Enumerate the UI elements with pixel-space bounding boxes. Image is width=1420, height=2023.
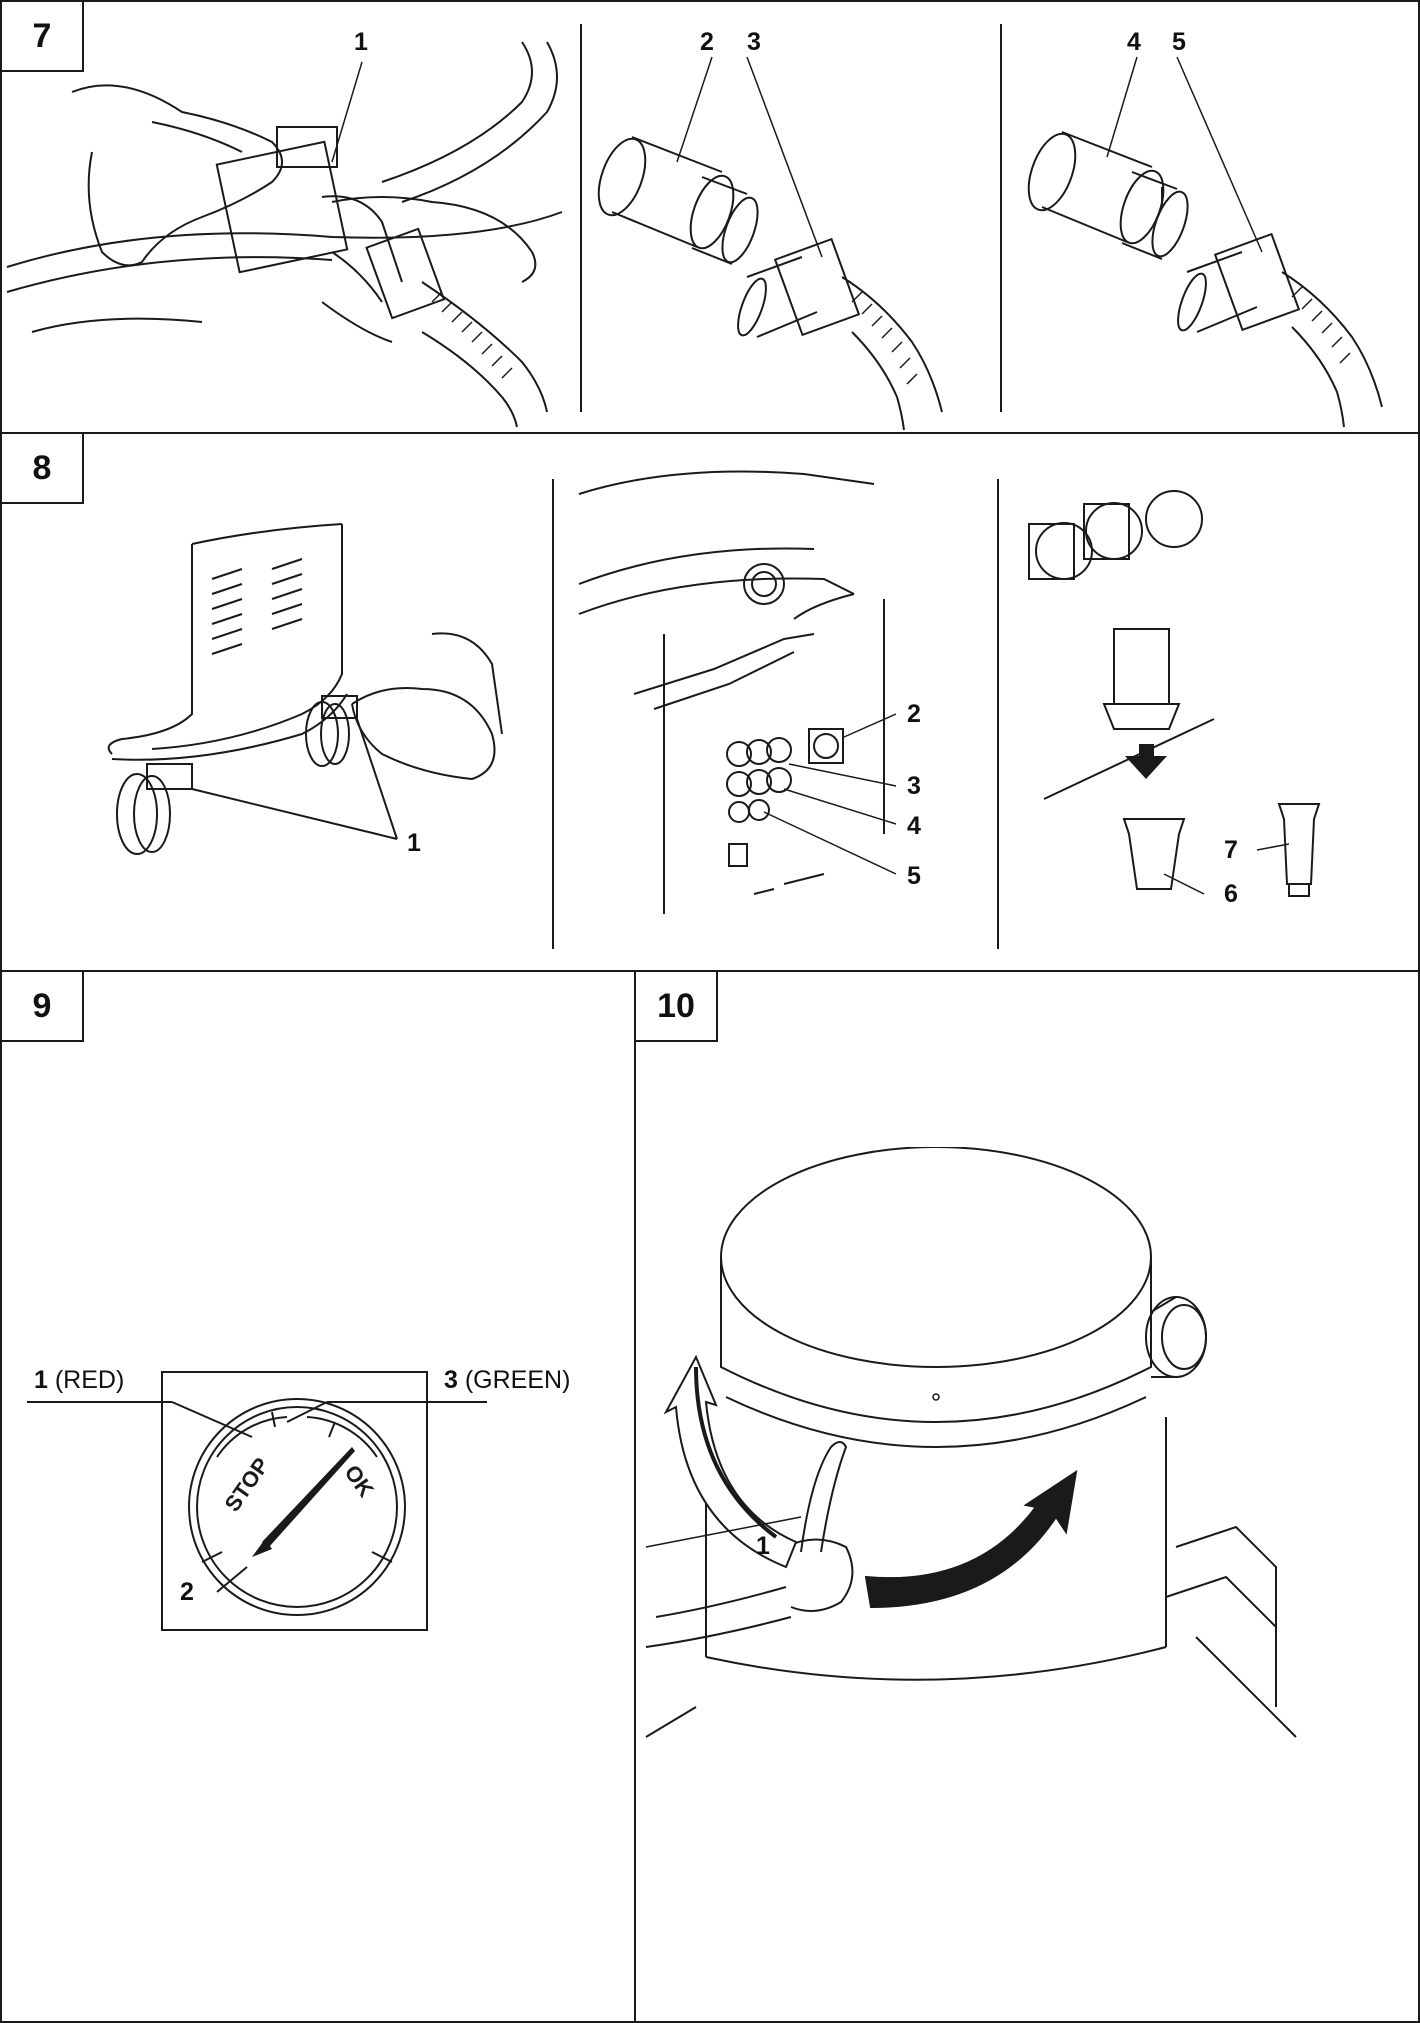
callout-4: 4 xyxy=(907,812,921,840)
callout-2: 2 xyxy=(180,1578,194,1606)
fuse-replacement-illustration xyxy=(1028,490,1321,897)
callout-2: 2 xyxy=(700,28,714,56)
callout-6: 6 xyxy=(1224,880,1238,908)
callout-1: 1 xyxy=(407,829,421,857)
hose-connection-illustration xyxy=(6,41,563,428)
figure-10: 10 xyxy=(634,970,1420,2023)
callout-4: 4 xyxy=(1127,28,1141,56)
adapter-cuff-illustration xyxy=(597,56,943,431)
control-panel-illustration xyxy=(578,470,897,914)
figure-7: 7 xyxy=(0,0,1420,434)
gauge-ok-text: OK xyxy=(339,1460,378,1501)
callout-5: 5 xyxy=(907,862,921,890)
figure-number-9: 9 xyxy=(2,972,84,1042)
filter-tank-removal-illustration xyxy=(645,1147,1297,1738)
callout-1: 1 xyxy=(756,1532,770,1560)
callout-2: 2 xyxy=(907,700,921,728)
panel-divider xyxy=(997,479,999,949)
callout-1-color: (RED) xyxy=(54,1366,125,1394)
figure-9: 9 STOP OK 1 xyxy=(0,970,636,2023)
gauge-stop-text: STOP xyxy=(219,1453,274,1516)
figure-number-10: 10 xyxy=(636,972,718,1042)
adapter-pin-illustration xyxy=(1027,56,1383,428)
callout-5: 5 xyxy=(1172,28,1186,56)
panel-divider xyxy=(552,479,554,949)
callout-3: 3 xyxy=(747,28,761,56)
panel-divider xyxy=(1000,24,1002,412)
figure-8: 8 xyxy=(0,432,1420,972)
figure-number-7: 7 xyxy=(2,2,84,72)
filter-clog-gauge: STOP OK xyxy=(27,1371,487,1631)
wheel-brake-illustration xyxy=(107,523,503,855)
callout-7: 7 xyxy=(1224,836,1238,864)
panel-divider xyxy=(580,24,582,412)
callout-3-green: 3 (GREEN) xyxy=(444,1368,570,1393)
callout-1-red: 1 (RED) xyxy=(34,1368,124,1393)
callout-1: 1 xyxy=(34,1366,48,1394)
callout-1: 1 xyxy=(354,28,368,56)
callout-3: 3 xyxy=(907,772,921,800)
figure-number-8: 8 xyxy=(2,434,84,504)
callout-3-color: (GREEN) xyxy=(464,1366,571,1394)
callout-3: 3 xyxy=(444,1366,458,1394)
